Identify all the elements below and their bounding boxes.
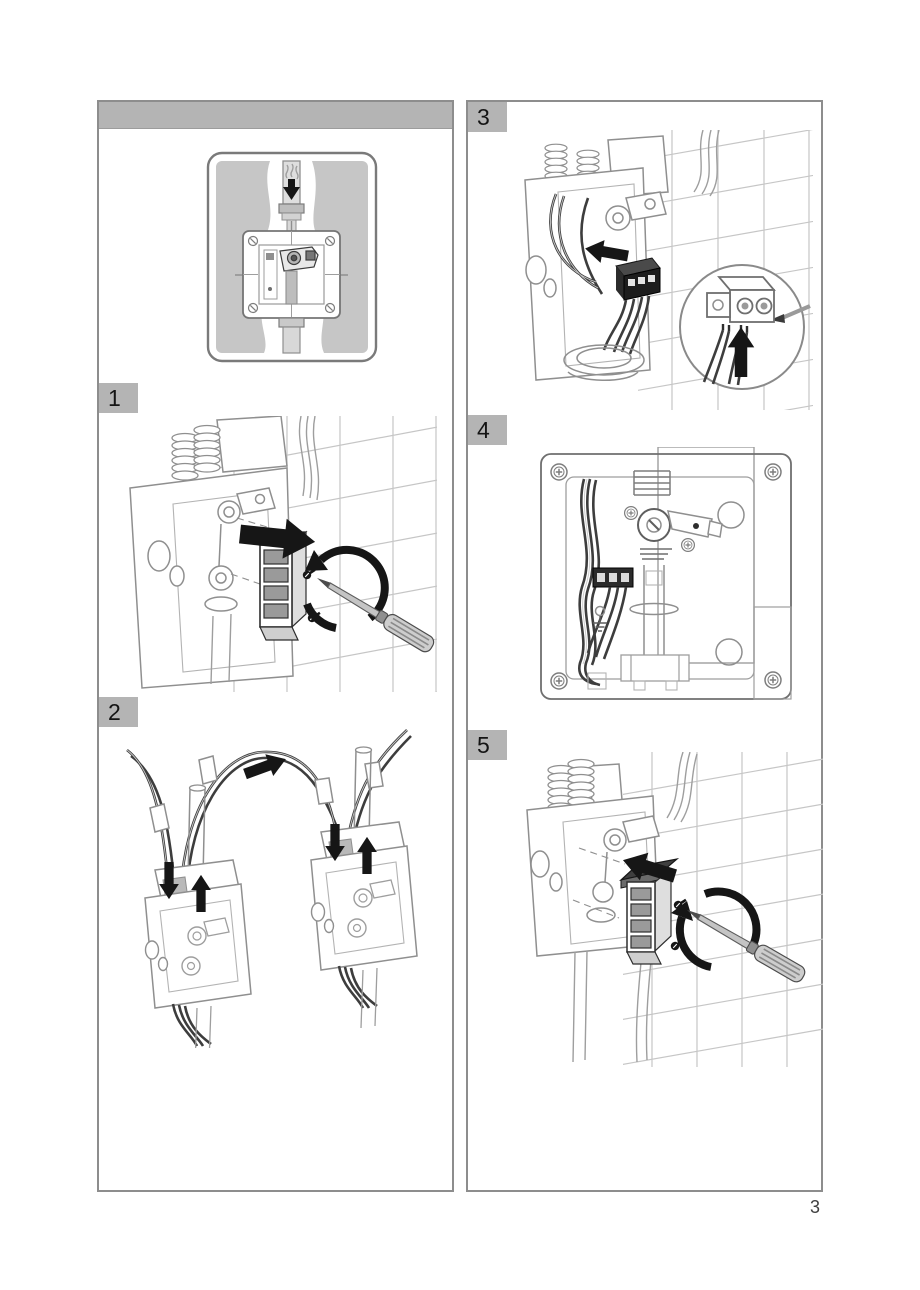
- rotate-arrow-icon: [303, 546, 389, 632]
- step-2-illustration: [119, 726, 431, 1048]
- plug-connector: [615, 257, 661, 301]
- step-5-label: 5: [468, 730, 507, 760]
- step-5-illustration: [523, 752, 823, 1067]
- step-3-illustration: [498, 130, 813, 410]
- connector-detail-inset: [679, 264, 811, 390]
- valve-assembly: [623, 506, 723, 655]
- terminal-block: [592, 567, 634, 588]
- corrugated-stub: [633, 470, 671, 496]
- step-4-number: 4: [477, 417, 490, 443]
- cable-sleeve: [149, 803, 170, 833]
- page-number: 3: [809, 1197, 820, 1217]
- step-2-label: 2: [99, 697, 138, 727]
- screwdriver-graphic: [681, 901, 809, 986]
- step-2-number: 2: [108, 699, 121, 725]
- right-column-panel: 3: [466, 100, 823, 1192]
- header-bar: [99, 102, 452, 129]
- step-1-illustration: [117, 416, 437, 692]
- intro-illustration: [206, 151, 378, 363]
- cover-plate: [657, 447, 755, 664]
- cover-module: [618, 857, 680, 965]
- cable-sleeve: [198, 755, 218, 785]
- step-3-label: 3: [468, 102, 507, 132]
- step-4-label: 4: [468, 415, 507, 445]
- rotate-arrow-icon: [675, 887, 761, 971]
- step-5-number: 5: [477, 732, 490, 758]
- cable-sleeve: [314, 777, 334, 805]
- step-1-label: 1: [99, 383, 138, 413]
- step-4-illustration: [538, 447, 796, 707]
- left-column-panel: 1: [97, 100, 454, 1192]
- drain-pipe: [282, 326, 301, 354]
- screwdriver-tip: [781, 304, 811, 320]
- flow-down-arrow-icon: [283, 179, 300, 200]
- cable-sleeve: [364, 761, 384, 789]
- screwdriver-graphic: [311, 569, 437, 656]
- step-1-number: 1: [108, 385, 121, 411]
- valve-mechanism: [279, 246, 319, 272]
- ground-symbol: [593, 605, 607, 632]
- box-frame: [540, 453, 792, 700]
- step-3-number: 3: [477, 104, 490, 130]
